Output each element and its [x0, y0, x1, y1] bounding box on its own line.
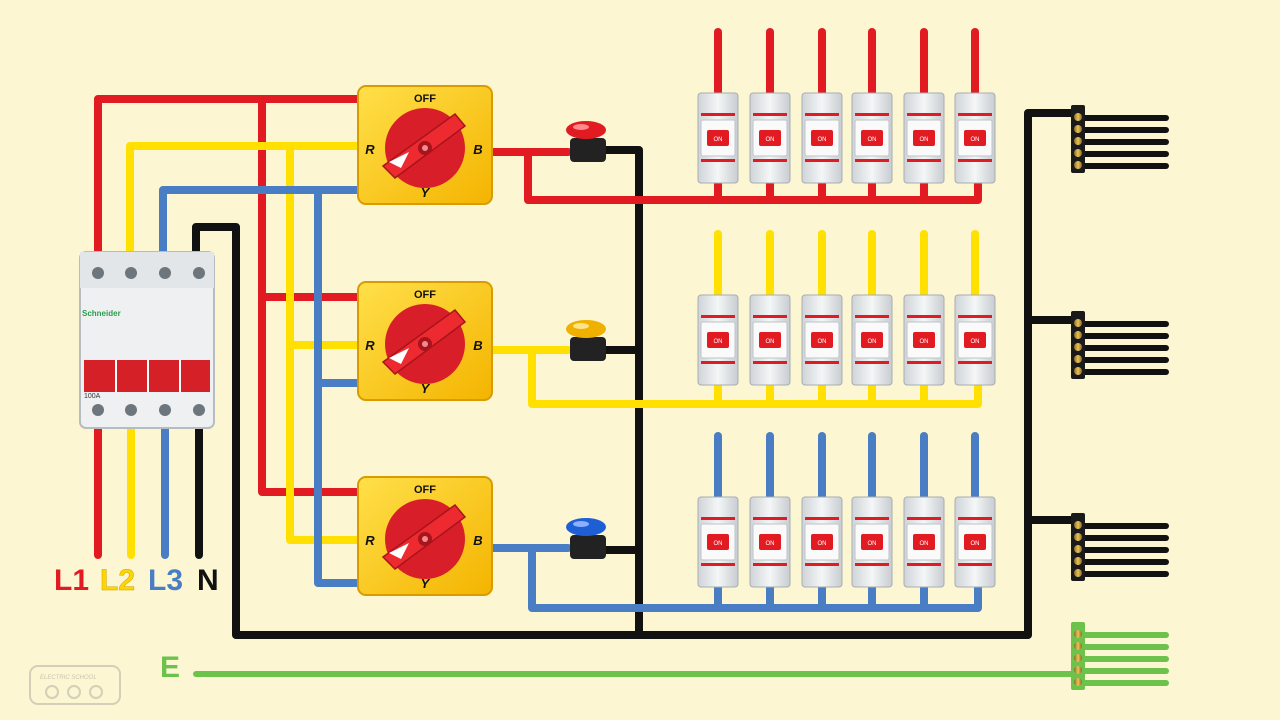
mcb-on-label: ON: [868, 339, 877, 345]
mcb-on-label: ON: [818, 339, 827, 345]
wire-out-yellow: [486, 346, 982, 408]
mcb-on-label: ON: [971, 137, 980, 143]
phase-labels: L1 L2 L3 N E: [54, 564, 219, 684]
wire-neutral-bar2: [1024, 316, 1082, 524]
mcb-breaker[interactable]: ON: [697, 432, 739, 588]
indicator-lamps: [566, 121, 606, 559]
switch-label-y: Y: [421, 381, 431, 396]
mcb-breaker[interactable]: ON: [749, 28, 791, 184]
switch-label-off: OFF: [414, 484, 436, 496]
selector-switch-yellow[interactable]: OFF R B Y: [357, 281, 493, 401]
mcb-breaker[interactable]: ON: [697, 28, 739, 184]
mcb-breaker[interactable]: ON: [801, 432, 843, 588]
switch-label-r: R: [365, 142, 375, 157]
earth-bar: [1071, 622, 1169, 690]
mcb-on-label: ON: [971, 541, 980, 547]
mcb-breaker[interactable]: ON: [903, 230, 945, 386]
switch-label-off: OFF: [414, 289, 436, 301]
watermark-logo: ELECTRIC SCHOOL: [29, 665, 121, 705]
mcb-on-label: ON: [818, 137, 827, 143]
selector-switches: OFF R B Y OFF R B Y OFF R B Y: [357, 85, 493, 596]
watermark-text: ELECTRIC SCHOOL: [40, 675, 97, 681]
wires: [94, 95, 1082, 677]
mcb-breaker[interactable]: ON: [903, 432, 945, 588]
label-e: E: [160, 651, 180, 684]
wire-l3-feed: [159, 186, 364, 262]
mcb-breaker[interactable]: ON: [954, 230, 996, 386]
mcb-on-label: ON: [766, 541, 775, 547]
mcb-breaker[interactable]: ON: [903, 28, 945, 184]
label-l2: L2: [100, 564, 135, 597]
wire-lamp-neutral: [596, 146, 643, 639]
mcb-row-blue: ON ON ON ON ON ON: [697, 432, 996, 588]
mcb-row-red: ON ON ON ON ON ON: [697, 28, 996, 184]
mcb-breaker[interactable]: ON: [749, 432, 791, 588]
switch-label-r: R: [365, 338, 375, 353]
mcb-row-yellow: ON ON ON ON ON ON: [697, 230, 996, 386]
wire-l1-bus: [258, 95, 364, 496]
switch-label-y: Y: [421, 185, 431, 200]
wire-l2-bus: [286, 142, 364, 544]
mcb-breaker[interactable]: ON: [851, 28, 893, 184]
mcb-on-label: ON: [868, 541, 877, 547]
neutral-bar-3: [1071, 513, 1169, 581]
neutral-bar-1: [1071, 105, 1169, 173]
wire-l3-bus: [314, 186, 364, 587]
wire-out-blue-drops: [714, 571, 928, 612]
main-breaker: Schneider 100A: [79, 251, 215, 429]
terminal-bars: [1071, 105, 1169, 690]
switch-label-b: B: [473, 142, 482, 157]
wire-out-red-drops: [714, 166, 928, 204]
mcb-on-label: ON: [920, 137, 929, 143]
main-breaker-brand: Schneider: [82, 309, 121, 318]
indicator-lamp-red: [566, 121, 606, 162]
mcb-breaker[interactable]: ON: [954, 28, 996, 184]
indicator-lamp-yellow: [566, 320, 606, 361]
selector-switch-red[interactable]: OFF R B Y: [357, 85, 493, 205]
main-breaker-rating: 100A: [84, 393, 101, 400]
switch-label-y: Y: [421, 576, 431, 591]
mcb-breaker[interactable]: ON: [851, 432, 893, 588]
wire-out-blue: [486, 544, 982, 612]
mcb-on-label: ON: [971, 339, 980, 345]
mcb-on-label: ON: [714, 339, 723, 345]
wire-out-yellow-drops: [714, 368, 928, 408]
mcb-on-label: ON: [714, 137, 723, 143]
label-l3: L3: [148, 564, 183, 597]
wire-l1-feed: [94, 95, 376, 262]
switch-label-b: B: [473, 533, 482, 548]
neutral-bar-2: [1071, 311, 1169, 379]
mcb-breaker[interactable]: ON: [801, 28, 843, 184]
mcb-on-label: ON: [868, 137, 877, 143]
mcb-on-label: ON: [766, 137, 775, 143]
mcb-on-label: ON: [766, 339, 775, 345]
switch-label-off: OFF: [414, 93, 436, 105]
mcb-on-label: ON: [920, 339, 929, 345]
mcb-on-label: ON: [920, 541, 929, 547]
mcb-breaker[interactable]: ON: [697, 230, 739, 386]
wire-neutral-feed: [192, 109, 1082, 639]
label-l1: L1: [54, 564, 89, 597]
selector-switch-blue[interactable]: OFF R B Y: [357, 476, 493, 596]
mcb-on-label: ON: [714, 541, 723, 547]
mcb-breaker[interactable]: ON: [749, 230, 791, 386]
mcb-on-label: ON: [818, 541, 827, 547]
mcb-breaker[interactable]: ON: [954, 432, 996, 588]
mcb-rows: ON ON ON ON ON ON ON ON ON ON ON ON ON ON ON ON ON ON: [697, 28, 996, 588]
main-breaker-bottom-screws: [92, 404, 205, 416]
switch-label-b: B: [473, 338, 482, 353]
indicator-lamp-blue: [566, 518, 606, 559]
label-n: N: [197, 564, 219, 597]
wire-l2-feed: [126, 142, 364, 262]
main-breaker-top-screws: [92, 267, 205, 279]
mcb-breaker[interactable]: ON: [801, 230, 843, 386]
mcb-breaker[interactable]: ON: [851, 230, 893, 386]
switch-label-r: R: [365, 533, 375, 548]
